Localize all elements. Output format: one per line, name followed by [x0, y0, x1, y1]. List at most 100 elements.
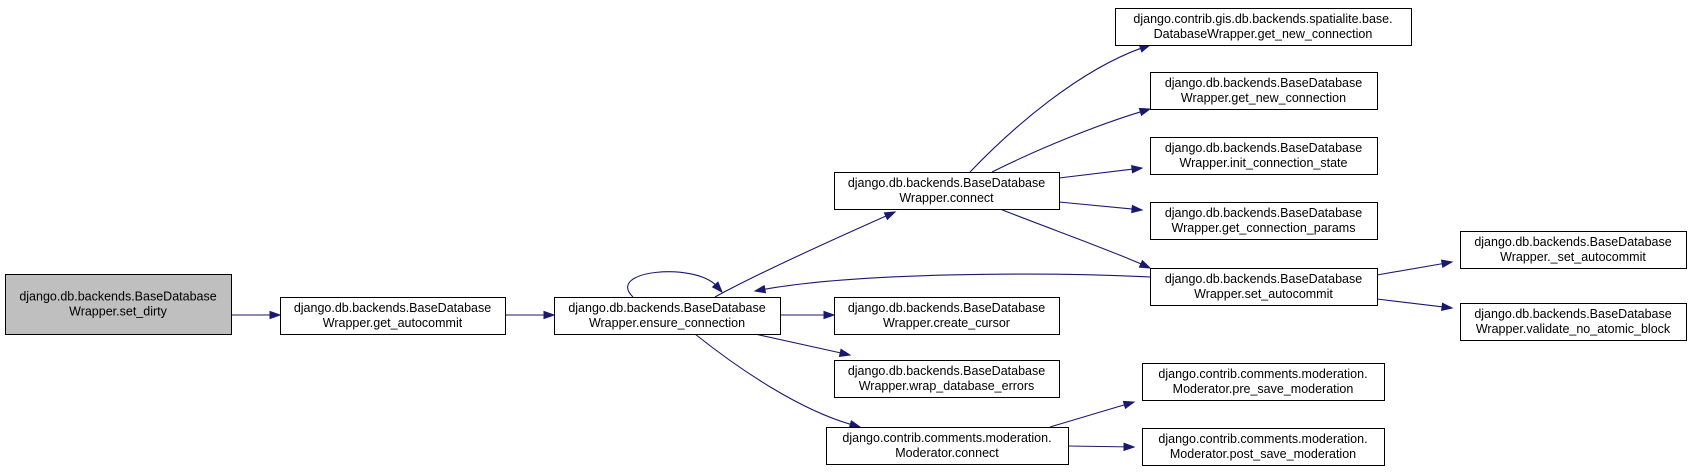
arrow-head [848, 419, 862, 429]
edge-mod-connect-to-pre-save-moderation [1049, 400, 1136, 428]
node-label-line: django.db.backends.BaseDatabase [568, 301, 765, 315]
node-label-line: Wrapper.set_dirty [69, 305, 167, 319]
nodes-layer: django.db.backends.BaseDatabaseWrapper.s… [5, 8, 1687, 466]
node-set-autocommit[interactable]: django.db.backends.BaseDatabaseWrapper._… [1460, 231, 1687, 269]
node-label-line: Wrapper.set_autocommit [1194, 287, 1333, 301]
edge-ensure-connection-to-wrap-database-errors [754, 333, 852, 357]
node-box [554, 297, 781, 335]
edge-line [991, 110, 1143, 173]
edge-mod-connect-to-post-save-moderation [1067, 442, 1136, 452]
edge-line [1049, 403, 1127, 428]
node-box [1150, 268, 1378, 306]
node-label-line: django.db.backends.BaseDatabase [848, 301, 1045, 315]
node-label-line: django.db.backends.BaseDatabase [19, 290, 216, 304]
node-label-line: Wrapper.connect [899, 191, 994, 205]
edge-ensure-connection-to-ensure-connection [627, 271, 723, 298]
arrow-head [269, 310, 282, 320]
node-label-line: Wrapper.get_connection_params [1172, 221, 1356, 235]
node-label-line: Wrapper.get_new_connection [1181, 91, 1346, 105]
arrow-head [1138, 107, 1152, 117]
node-box [1142, 363, 1385, 401]
edge-ensure-connection-to-create-cursor [780, 310, 836, 320]
arrow-head [1122, 400, 1136, 410]
edge-get-autocommit-to-ensure-connection [505, 310, 556, 320]
edge-set-autocommit-to-validate-no-atomic-block [1376, 298, 1454, 312]
edge-set-dirty-to-get-autocommit [231, 310, 282, 320]
node-get-connection-params[interactable]: django.db.backends.BaseDatabaseWrapper.g… [1150, 202, 1378, 240]
node-get-new-connection[interactable]: django.db.backends.BaseDatabaseWrapper.g… [1150, 72, 1378, 110]
node-label-line: DatabaseWrapper.get_new_connection [1154, 27, 1373, 41]
node-mod-connect[interactable]: django.contrib.comments.moderation.Moder… [826, 427, 1069, 465]
node-validate-no-atomic-block[interactable]: django.db.backends.BaseDatabaseWrapper.v… [1460, 303, 1687, 341]
node-box [1150, 72, 1378, 110]
node-set-autocommit[interactable]: django.db.backends.BaseDatabaseWrapper.s… [1150, 268, 1378, 306]
node-post-save-moderation[interactable]: django.contrib.comments.moderation.Moder… [1142, 428, 1385, 466]
arrow-head [1123, 442, 1136, 452]
edge-connect-to-get-connection-params [1058, 201, 1144, 214]
node-box [1460, 231, 1687, 269]
edge-line [627, 271, 718, 298]
node-box [1150, 137, 1378, 175]
node-label-line: Wrapper.init_connection_state [1180, 156, 1348, 170]
node-label-line: Moderator.post_save_moderation [1170, 447, 1356, 461]
node-label-line: Wrapper.wrap_database_errors [859, 379, 1035, 393]
node-label-line: django.db.backends.BaseDatabase [1165, 76, 1362, 90]
arrow-head [1441, 302, 1454, 312]
edge-line [1376, 262, 1445, 276]
arrow-head [823, 310, 836, 320]
edge-ensure-connection-to-mod-connect [694, 333, 862, 429]
arrow-head [753, 284, 767, 294]
edge-ensure-connection-to-connect [714, 211, 897, 298]
node-box [1115, 8, 1412, 46]
arrow-head [543, 310, 556, 320]
node-label-line: django.db.backends.BaseDatabase [848, 364, 1045, 378]
node-label-line: Wrapper.get_autocommit [323, 316, 463, 330]
edge-line [1376, 298, 1445, 308]
node-label-line: django.db.backends.BaseDatabase [294, 301, 491, 315]
arrow-head [1131, 164, 1144, 174]
node-get-autocommit[interactable]: django.db.backends.BaseDatabaseWrapper.g… [280, 297, 506, 335]
node-box [280, 297, 506, 335]
node-box [826, 427, 1069, 465]
node-connect[interactable]: django.db.backends.BaseDatabaseWrapper.c… [834, 172, 1060, 210]
node-box [5, 274, 232, 335]
node-label-line: django.contrib.comments.moderation. [842, 431, 1051, 445]
node-label-line: Moderator.pre_save_moderation [1173, 382, 1354, 396]
node-box [1150, 202, 1378, 240]
arrow-head [1131, 204, 1144, 214]
node-init-connection-state[interactable]: django.db.backends.BaseDatabaseWrapper.i… [1150, 137, 1378, 175]
node-label-line: django.db.backends.BaseDatabase [1165, 141, 1362, 155]
node-label-line: Wrapper.ensure_connection [589, 316, 745, 330]
node-box [1460, 303, 1687, 341]
node-label-line: django.contrib.comments.moderation. [1158, 432, 1367, 446]
edge-line [1058, 168, 1135, 179]
edge-line [1067, 445, 1127, 448]
edge-connect-to-init-connection-state [1058, 164, 1144, 179]
node-pre-save-moderation[interactable]: django.contrib.comments.moderation.Moder… [1142, 363, 1385, 401]
node-box [834, 360, 1060, 398]
node-label-line: django.db.backends.BaseDatabase [1165, 272, 1362, 286]
node-label-line: Wrapper.create_cursor [883, 316, 1010, 330]
arrow-head [838, 348, 852, 357]
edge-line [969, 47, 1143, 173]
node-create-cursor[interactable]: django.db.backends.BaseDatabaseWrapper.c… [834, 297, 1060, 335]
edges-layer [231, 44, 1454, 452]
edge-line [694, 333, 853, 426]
node-label-line: django.db.backends.BaseDatabase [1474, 307, 1671, 321]
arrow-head [1440, 259, 1454, 269]
node-ensure-connection[interactable]: django.db.backends.BaseDatabaseWrapper.e… [554, 297, 781, 335]
node-wrap-database-errors[interactable]: django.db.backends.BaseDatabaseWrapper.w… [834, 360, 1060, 398]
edge-line [754, 333, 843, 354]
node-spatialite-get-new-connection[interactable]: django.contrib.gis.db.backends.spatialit… [1115, 8, 1412, 46]
edge-line [762, 273, 1151, 291]
arrow-head [711, 281, 723, 294]
arrow-head [1138, 259, 1152, 269]
node-label-line: Wrapper.validate_no_atomic_block [1476, 322, 1671, 336]
node-box [1142, 428, 1385, 466]
node-set-dirty[interactable]: django.db.backends.BaseDatabaseWrapper.s… [5, 274, 232, 335]
node-label-line: django.contrib.comments.moderation. [1158, 367, 1367, 381]
node-label-line: Wrapper._set_autocommit [1500, 250, 1646, 264]
node-label-line: django.db.backends.BaseDatabase [848, 176, 1045, 190]
